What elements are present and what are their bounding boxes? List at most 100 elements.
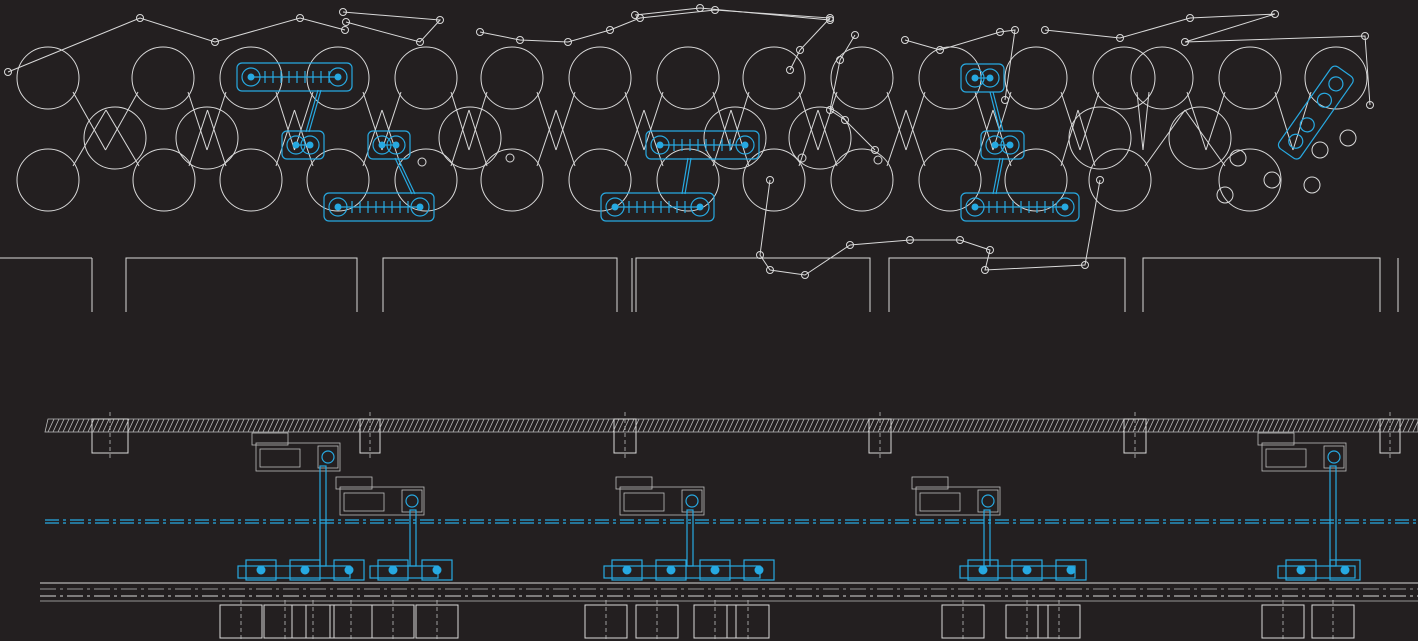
drive-link bbox=[681, 157, 689, 195]
floor-hatch bbox=[987, 418, 995, 433]
floor-hatch bbox=[802, 418, 810, 433]
frame-stand bbox=[888, 257, 1126, 312]
dryer-cylinder bbox=[568, 46, 632, 110]
floor-hatch bbox=[927, 418, 935, 433]
frame-stand bbox=[382, 257, 618, 312]
gear-hub bbox=[1299, 117, 1315, 133]
felt-run bbox=[105, 91, 139, 151]
floor-hatch bbox=[1032, 418, 1040, 433]
floor-hatch bbox=[407, 418, 415, 433]
floor-hatch bbox=[402, 418, 410, 433]
floor-hatch bbox=[1312, 418, 1320, 433]
floor-hatch bbox=[572, 418, 580, 433]
floor-hatch bbox=[277, 418, 285, 433]
felt-run bbox=[206, 91, 227, 151]
floor-hatch bbox=[337, 418, 345, 433]
gear-hub bbox=[386, 135, 406, 155]
guide-roll bbox=[296, 14, 304, 22]
dryer-cylinder bbox=[656, 46, 720, 110]
drive-link bbox=[308, 89, 322, 133]
dryer-cylinder bbox=[306, 46, 370, 110]
gear-center bbox=[292, 141, 300, 149]
gear-unit-row bbox=[237, 559, 365, 581]
floor-hatch bbox=[992, 418, 1000, 433]
guide-roll bbox=[871, 146, 879, 154]
floor-hatch bbox=[947, 418, 955, 433]
felt-run bbox=[905, 91, 926, 151]
floor-hatch bbox=[1152, 418, 1160, 433]
gear-hub bbox=[300, 135, 320, 155]
gear-unit bbox=[655, 559, 687, 581]
felt-run bbox=[275, 109, 295, 167]
guide-roll bbox=[1041, 26, 1049, 34]
guide-roll bbox=[342, 18, 350, 26]
guide-roll bbox=[996, 28, 1004, 36]
coupling-icon bbox=[685, 494, 699, 508]
support-column bbox=[359, 412, 381, 460]
foundation-pedestal bbox=[1311, 600, 1355, 641]
floor-hatch bbox=[912, 418, 920, 433]
floor-hatch bbox=[57, 418, 65, 433]
floor-hatch bbox=[1107, 418, 1115, 433]
floor-hatch bbox=[222, 418, 230, 433]
floor-hatch bbox=[102, 418, 110, 433]
gear-unit bbox=[611, 559, 643, 581]
gear-unit-hub bbox=[622, 565, 632, 575]
floor-hatch bbox=[1247, 418, 1255, 433]
dryer-cylinder bbox=[656, 148, 720, 212]
floor-hatch bbox=[1102, 418, 1110, 433]
foundation-pedestal bbox=[219, 600, 263, 641]
felt-run bbox=[555, 91, 576, 151]
floor-hatch bbox=[727, 418, 735, 433]
gear-unit-row bbox=[603, 559, 775, 581]
gear-unit bbox=[699, 559, 731, 581]
coupling-icon bbox=[1327, 450, 1341, 464]
felt-loop bbox=[829, 34, 876, 151]
motor-body bbox=[259, 448, 301, 468]
felt-run bbox=[294, 91, 314, 151]
floor-hatch bbox=[707, 418, 715, 433]
guide-roll bbox=[696, 4, 704, 12]
motor-frame bbox=[255, 442, 341, 472]
floor-hatch bbox=[462, 418, 470, 433]
floor-hatch bbox=[1267, 418, 1275, 433]
floor-hatch bbox=[1362, 418, 1370, 433]
foundation-pedestal bbox=[726, 600, 770, 641]
motor-body bbox=[919, 492, 961, 512]
floor-hatch bbox=[302, 418, 310, 433]
floor-hatch bbox=[527, 418, 535, 433]
gearbox-housing bbox=[960, 63, 1005, 93]
dryer-cylinder bbox=[16, 148, 80, 212]
guide-roll bbox=[1181, 38, 1189, 46]
felt-run bbox=[275, 91, 295, 151]
floor-hatch bbox=[1352, 418, 1360, 433]
floor-hatch bbox=[237, 418, 245, 433]
floor-hatch bbox=[722, 418, 730, 433]
floor-hatch bbox=[292, 418, 300, 433]
guide-roll bbox=[786, 66, 794, 74]
motor-body bbox=[623, 492, 665, 512]
guide-roll bbox=[1081, 261, 1089, 269]
gear-unit bbox=[1055, 559, 1087, 581]
floor-hatch bbox=[1042, 418, 1050, 433]
floor-hatch bbox=[1272, 418, 1280, 433]
floor-hatch bbox=[1187, 418, 1195, 433]
gear-unit bbox=[1011, 559, 1043, 581]
felt-roll bbox=[788, 106, 852, 170]
gear-unit-hub bbox=[388, 565, 398, 575]
felt-run bbox=[536, 91, 557, 151]
elevation-view bbox=[0, 4, 1399, 312]
gear-center bbox=[416, 203, 424, 211]
drive-unit bbox=[600, 192, 715, 222]
cardan-shaft bbox=[409, 509, 417, 567]
gear-center bbox=[334, 73, 342, 81]
drive-unit bbox=[960, 192, 1080, 222]
support-column bbox=[868, 412, 892, 460]
floor-hatch bbox=[522, 418, 530, 433]
floor-hatch bbox=[467, 418, 475, 433]
felt-run bbox=[817, 91, 838, 151]
floor-hatch bbox=[267, 418, 275, 433]
floor-hatch bbox=[1317, 418, 1325, 433]
gear-unit-row bbox=[959, 559, 1087, 581]
floor-hatch bbox=[747, 418, 755, 433]
